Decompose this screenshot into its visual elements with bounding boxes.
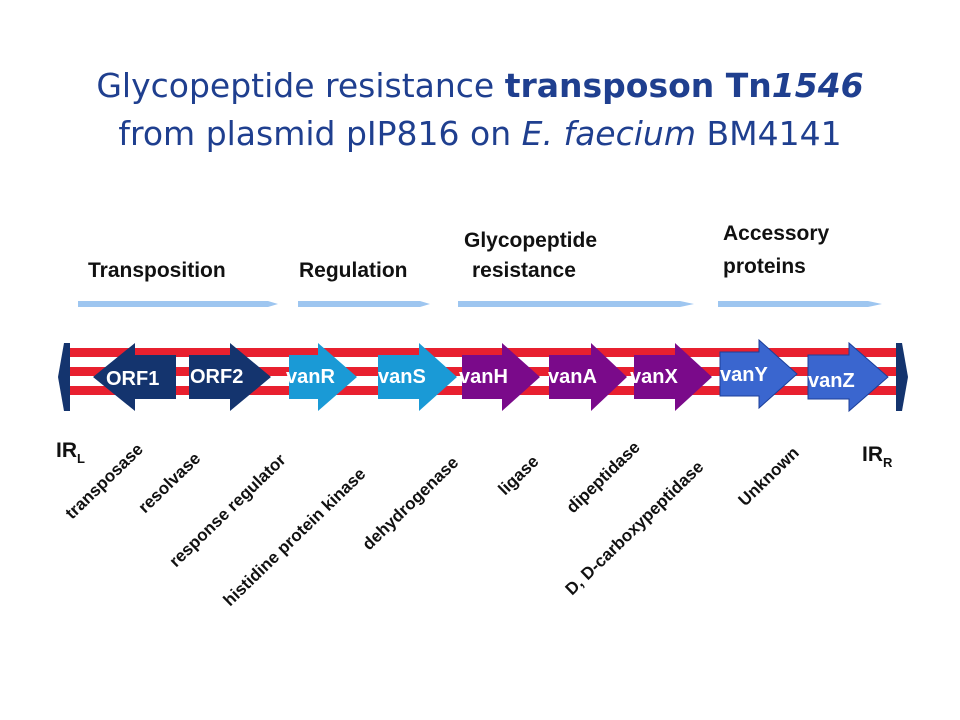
section-transposition-label: Transposition: [88, 259, 226, 282]
ir-left-text: IR: [56, 439, 77, 462]
vanZ-label: vanZ: [808, 370, 855, 392]
vanX-arrow: [634, 343, 712, 411]
vanR-label: vanR: [286, 366, 335, 388]
ir-left-label: IRL: [56, 439, 85, 466]
function-dipeptidase: dipeptidase: [563, 438, 644, 517]
title-text-bold-italic: 1546: [771, 66, 864, 105]
vanY-label: vanY: [720, 364, 768, 386]
section-accessory-label-1: Accessory: [723, 222, 830, 245]
title-text-bold: transposon Tn: [504, 66, 772, 105]
vanS-arrow: [378, 343, 457, 411]
transposition-arrow: [78, 301, 278, 307]
gene-vanX: vanX: [630, 343, 712, 411]
vanS-label: vanS: [378, 366, 426, 388]
function-dehydrogenase: dehydrogenase: [359, 453, 463, 554]
gene-vanH: vanH: [459, 343, 540, 411]
title-text-plain: Glycopeptide resistance: [96, 66, 505, 105]
orf2-arrow: [189, 343, 271, 411]
gene-vanS: vanS: [378, 343, 457, 411]
vanA-arrow: [549, 343, 627, 411]
gene-vanZ: vanZ: [807, 341, 889, 413]
title-text-plain-2: from plasmid pIP816 on: [118, 114, 522, 153]
vanY-arrow: [719, 338, 798, 410]
ir-left-cap: [58, 343, 70, 411]
title-strain: BM4141: [695, 114, 842, 153]
function-ligase: ligase: [495, 452, 543, 499]
vanH-arrow: [462, 343, 540, 411]
ir-right-label: IRR: [862, 443, 893, 470]
section-glyco-label-2: resistance: [472, 259, 576, 282]
vanA-label: vanA: [548, 366, 597, 388]
title-line-2: from plasmid pIP816 on E. faecium BM4141: [0, 110, 960, 158]
title-line-1: Glycopeptide resistance transposon Tn154…: [0, 62, 960, 110]
gene-orf2: ORF2: [189, 343, 271, 411]
ir-right-cap: [896, 343, 908, 411]
vanH-label: vanH: [459, 366, 508, 388]
gene-vanY: vanY: [719, 338, 798, 410]
regulation-arrow: [298, 301, 430, 307]
gene-vanR: vanR: [286, 343, 357, 411]
function-unknown: Unknown: [735, 443, 803, 510]
vanX-label: vanX: [630, 366, 678, 388]
section-arrows: [78, 301, 882, 307]
orf1-label: ORF1: [106, 368, 159, 390]
vanZ-arrow: [807, 341, 889, 413]
section-regulation-label: Regulation: [299, 259, 408, 282]
vanR-arrow: [289, 343, 357, 411]
resistance-arrow: [458, 301, 694, 307]
page-title: Glycopeptide resistance transposon Tn154…: [0, 62, 960, 158]
function-resolvase: resolvase: [135, 449, 205, 517]
ir-right-subscript: R: [883, 455, 893, 470]
gene-vanA: vanA: [548, 343, 627, 411]
gene-orf1: ORF1: [93, 343, 176, 411]
ir-left-subscript: L: [77, 451, 85, 466]
ir-right-text: IR: [862, 443, 883, 466]
accessory-arrow: [718, 301, 882, 307]
dna-strand-top: [68, 348, 902, 357]
section-glyco-label-1: Glycopeptide: [464, 229, 597, 252]
orf2-label: ORF2: [190, 366, 243, 388]
title-species: E. faecium: [521, 114, 696, 153]
function-carboxypeptidase: D, D-carboxypeptidase: [562, 457, 708, 599]
orf1-arrow: [93, 343, 176, 411]
section-accessory-label-2: proteins: [723, 255, 806, 278]
